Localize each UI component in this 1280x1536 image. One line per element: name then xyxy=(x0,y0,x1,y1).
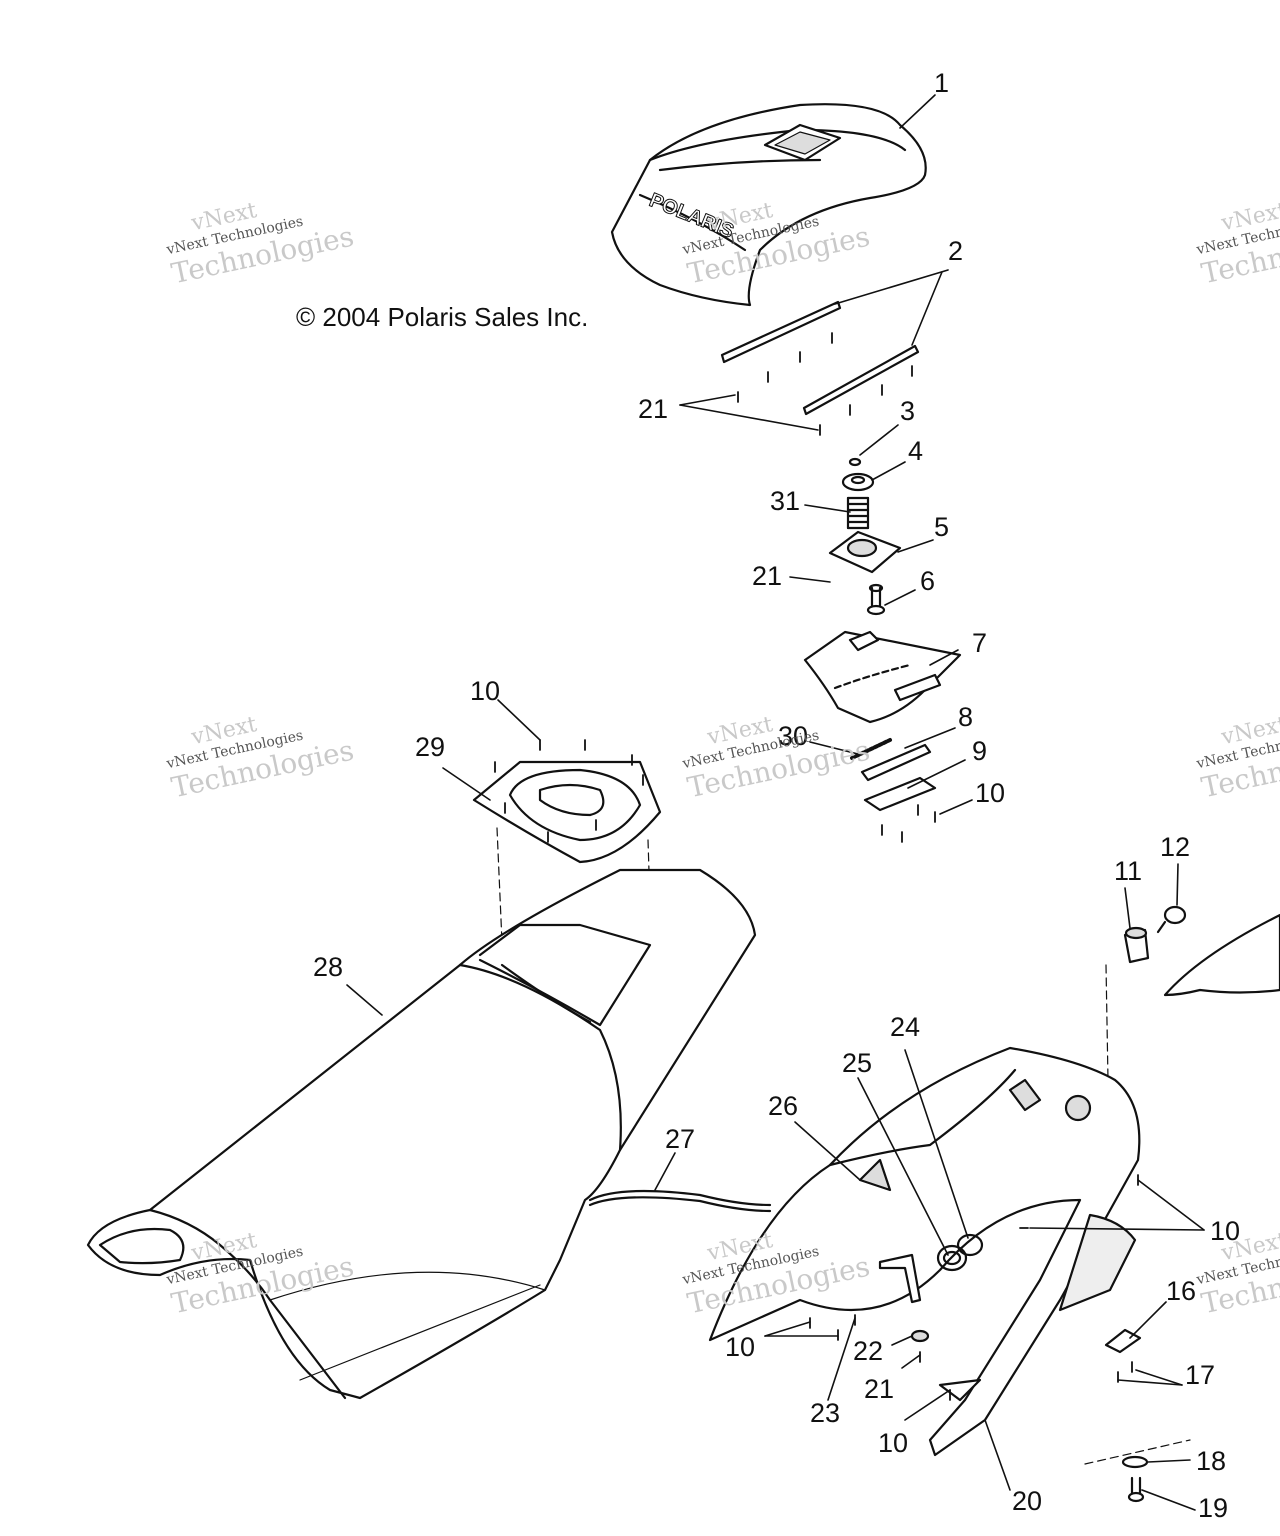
callout-10: 10 xyxy=(725,1332,755,1362)
part-7-latch-housing xyxy=(803,630,962,724)
part-11-knob xyxy=(1123,926,1150,964)
callout-30: 30 xyxy=(778,721,808,751)
callout-16: 16 xyxy=(1166,1276,1196,1306)
leader-lines xyxy=(346,94,1205,1511)
callout-27: 27 xyxy=(665,1124,695,1154)
callout-26: 26 xyxy=(768,1091,798,1121)
part-25-grommet xyxy=(936,1244,968,1272)
part-12-cap xyxy=(1156,905,1187,934)
part-19-bolt xyxy=(1127,1476,1145,1503)
part-9-plate xyxy=(863,776,937,812)
part-30-spring xyxy=(850,738,892,760)
part-4-cap xyxy=(841,472,875,492)
callout-11: 11 xyxy=(1114,856,1142,886)
callout-10: 10 xyxy=(975,778,1005,808)
callout-10: 10 xyxy=(1210,1216,1240,1246)
part-31-spring xyxy=(846,496,870,530)
callout-25: 25 xyxy=(842,1048,872,1078)
callout-17: 17 xyxy=(1185,1360,1215,1390)
callout-7: 7 xyxy=(972,628,987,658)
part-29-seat-pan xyxy=(472,760,662,864)
part-edge-console xyxy=(1163,913,1280,997)
callout-2: 2 xyxy=(948,236,963,266)
callout-21: 21 xyxy=(864,1374,894,1404)
callout-10: 10 xyxy=(470,676,500,706)
part-6-bolt xyxy=(866,583,886,616)
part-22-washer xyxy=(910,1329,930,1343)
screws-10-pan xyxy=(494,739,644,843)
screws-10-latch xyxy=(881,804,936,843)
callout-4: 4 xyxy=(908,436,923,466)
copyright-notice: © 2004 Polaris Sales Inc. xyxy=(296,302,589,332)
part-3-washer xyxy=(848,457,862,467)
callout-6: 6 xyxy=(920,566,935,596)
part-24-grommet xyxy=(956,1233,984,1257)
callout-3: 3 xyxy=(900,396,915,426)
screws-21-group xyxy=(737,332,913,436)
part-1-seat-cushion: POLARIS xyxy=(610,103,927,307)
callout-23: 23 xyxy=(810,1398,840,1428)
part-27-cable xyxy=(588,1189,772,1213)
callout-5: 5 xyxy=(934,512,949,542)
callout-20: 20 xyxy=(1012,1486,1042,1516)
callout-24: 24 xyxy=(890,1012,920,1042)
callout-31: 31 xyxy=(770,486,800,516)
callout-28: 28 xyxy=(313,952,343,982)
part-5-mount xyxy=(828,530,902,574)
part-26-bracket xyxy=(878,1253,922,1304)
callout-12: 12 xyxy=(1160,832,1190,862)
callout-29: 29 xyxy=(415,732,445,762)
callout-19: 19 xyxy=(1198,1493,1228,1523)
part-8-latch xyxy=(860,743,932,782)
part-28-seat xyxy=(86,868,757,1400)
callout-21: 21 xyxy=(638,394,668,424)
part-2-straps xyxy=(720,300,920,416)
callout-1: 1 xyxy=(934,68,949,98)
part-18-washer xyxy=(1121,1455,1149,1469)
callout-18: 18 xyxy=(1196,1446,1226,1476)
callout-8: 8 xyxy=(958,702,973,732)
part-20-rear-tray xyxy=(708,1046,1141,1457)
callout-numbers: 1 2 21 3 4 31 5 21 6 7 10 8 30 29 9 10 1… xyxy=(313,68,1240,1523)
callout-21: 21 xyxy=(752,561,782,591)
callout-9: 9 xyxy=(972,736,987,766)
callout-22: 22 xyxy=(853,1336,883,1366)
callout-10: 10 xyxy=(878,1428,908,1458)
